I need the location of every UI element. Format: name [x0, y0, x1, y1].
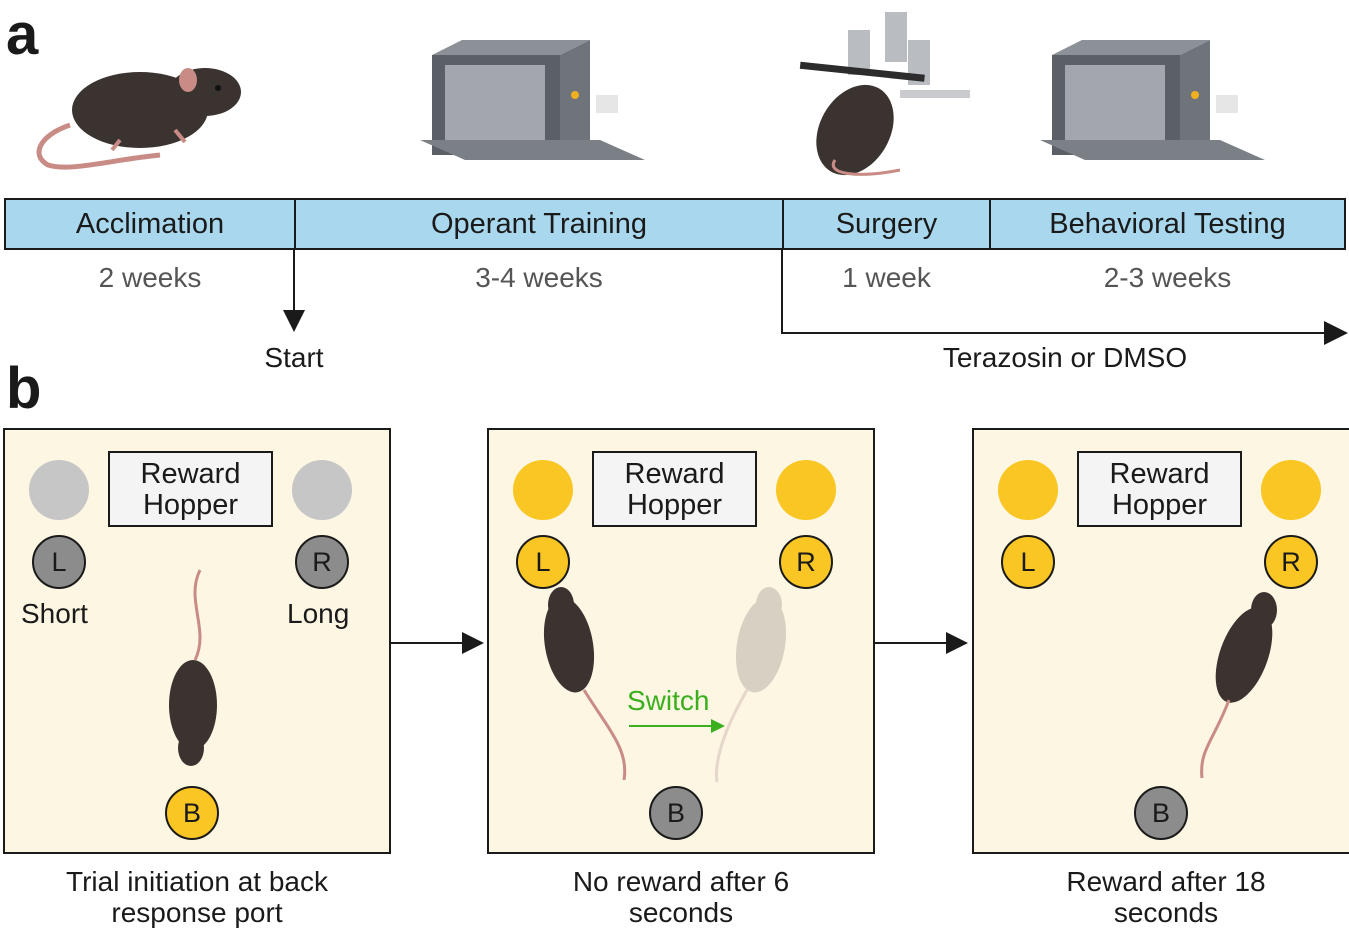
left-port: L: [32, 535, 86, 589]
chamber-box-1: Reward Hopper L R Short Long B: [3, 428, 391, 854]
caption-line2: response port: [111, 897, 283, 928]
reward-hopper: Reward Hopper: [108, 451, 273, 527]
left-light-off: [29, 460, 89, 520]
phase-label: Behavioral Testing: [1049, 207, 1286, 240]
chamber-box-3: Reward Hopper L R B: [972, 428, 1349, 854]
treatment-arrow: [781, 250, 1348, 345]
back-port: B: [165, 786, 219, 840]
left-light-on: [513, 460, 573, 520]
caption-box-2: No reward after 6 seconds: [487, 866, 875, 928]
phase-label: Operant Training: [430, 207, 647, 240]
treatment-label: Terazosin or DMSO: [942, 342, 1188, 373]
mouse-side-icon: [36, 68, 241, 170]
mouse-top-icon: [543, 587, 787, 783]
left-port-label: Short: [21, 598, 88, 629]
right-port: R: [1264, 535, 1318, 589]
left-light-on: [998, 460, 1058, 520]
panel-b-letter: b: [6, 356, 42, 421]
right-light-on: [1261, 460, 1321, 520]
duration-acclimation: 2 weeks: [98, 262, 202, 293]
right-light-off: [292, 460, 352, 520]
panel-a-letter: a: [6, 2, 39, 67]
start-arrow: [283, 250, 305, 332]
hopper-line1: Reward: [624, 458, 725, 490]
caption-box-3: Reward after 18 seconds: [972, 866, 1349, 928]
operant-chamber-icon: [420, 40, 645, 160]
phase-acclimation: Acclimation: [4, 198, 296, 250]
box-arrow-2: [868, 632, 968, 654]
right-port-label: Long: [287, 598, 350, 629]
caption-line1: Trial initiation at back: [66, 866, 328, 897]
caption-line2: seconds: [628, 897, 734, 928]
hopper-line1: Reward: [140, 458, 241, 490]
phase-label: Acclimation: [75, 207, 225, 240]
mouse-top-icon: [169, 569, 217, 766]
right-port: R: [779, 535, 833, 589]
hopper-line1: Reward: [1109, 458, 1210, 490]
duration-surgery: 1 week: [842, 262, 931, 293]
caption-line1: Reward after 18: [1066, 866, 1266, 897]
duration-operant-training: 3-4 weeks: [475, 262, 603, 293]
left-port: L: [516, 535, 570, 589]
phase-operant-training: Operant Training: [294, 198, 784, 250]
left-port: L: [1001, 535, 1055, 589]
phase-behavioral-testing: Behavioral Testing: [989, 198, 1346, 250]
phase-surgery: Surgery: [782, 198, 991, 250]
mouse-top-icon: [1200, 592, 1277, 779]
operant-chamber-icon: [1040, 40, 1265, 160]
start-label: Start: [264, 342, 324, 373]
caption-line1: No reward after 6: [572, 866, 790, 897]
right-port: R: [295, 535, 349, 589]
right-light-on: [776, 460, 836, 520]
duration-behavioral-testing: 2-3 weeks: [1103, 262, 1232, 293]
reward-hopper: Reward Hopper: [592, 451, 757, 527]
reward-hopper: Reward Hopper: [1077, 451, 1242, 527]
chamber-box-2: Reward Hopper L R B Switch: [487, 428, 875, 854]
back-port: B: [649, 786, 703, 840]
hopper-line2: Hopper: [1111, 489, 1208, 521]
back-port: B: [1134, 786, 1188, 840]
caption-line2: seconds: [1113, 897, 1219, 928]
phase-label: Surgery: [835, 207, 938, 240]
hopper-line2: Hopper: [142, 489, 239, 521]
switch-label: Switch: [627, 685, 710, 716]
stereotaxic-frame-icon: [799, 12, 970, 176]
box-arrow-1: [384, 632, 484, 654]
hopper-line2: Hopper: [626, 489, 723, 521]
caption-box-1: Trial initiation at back response port: [3, 866, 391, 928]
